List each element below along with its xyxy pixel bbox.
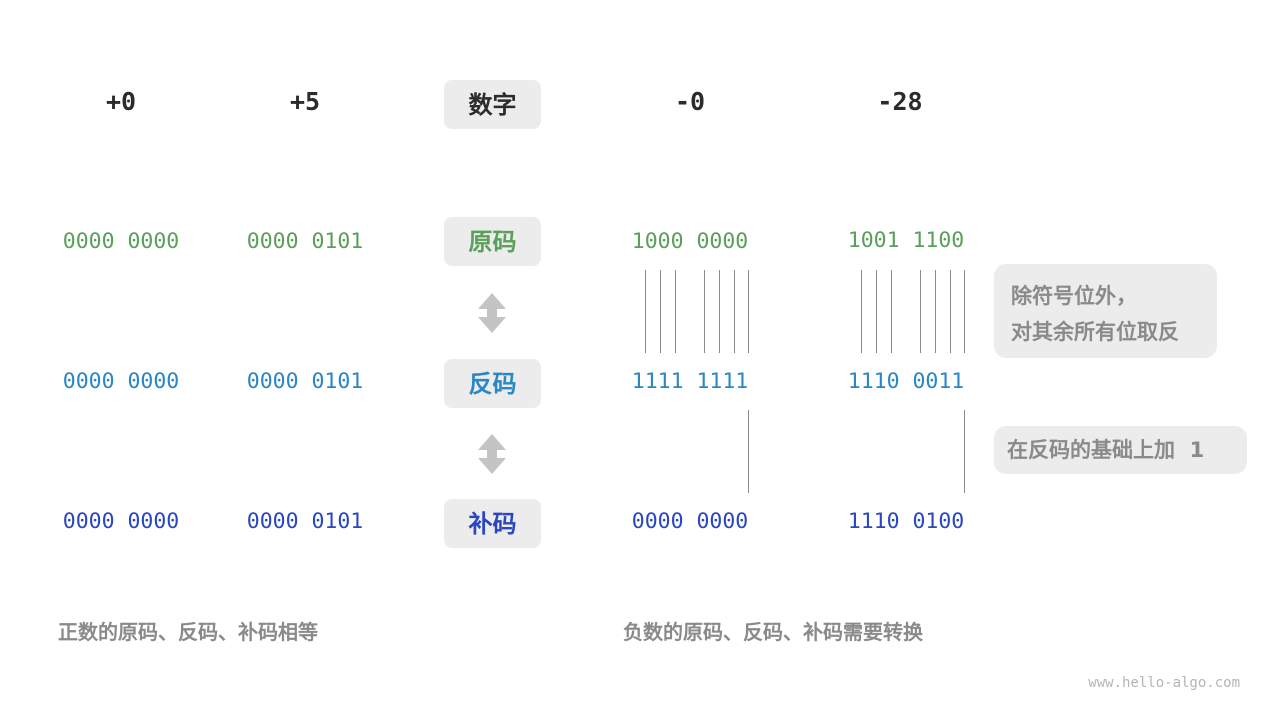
header-negative-zero: -0 (674, 87, 706, 116)
original-code-label: 原码 (444, 217, 541, 266)
ones-neg-zero: 1111 1111 (631, 369, 749, 394)
header-positive-five: +5 (289, 87, 321, 116)
arrows (478, 293, 506, 474)
ones-complement-label: 反码 (444, 359, 541, 408)
header-number-label: 数字 (444, 80, 541, 129)
double-arrow-vertical-icon (478, 293, 506, 333)
twos-pos-zero: 0000 0000 (62, 509, 180, 534)
invert-note-line2: 对其余所有位取反 (1011, 320, 1179, 344)
invert-lines (645, 270, 965, 353)
header-negative-28: -28 (877, 87, 923, 116)
header-positive-zero: +0 (105, 87, 137, 116)
negative-caption: 负数的原码、反码、补码需要转换 (623, 620, 923, 644)
watermark: www.hello-algo.com (1088, 675, 1240, 691)
add-one-lines (748, 410, 965, 493)
twos-neg-28: 1110 0100 (847, 509, 965, 534)
add-one-note: 在反码的基础上加 1 (994, 426, 1247, 474)
double-arrow-vertical-icon (478, 434, 506, 474)
ones-neg-28: 1110 0011 (847, 369, 965, 394)
original-neg-28: 1001 1100 (847, 228, 965, 253)
positive-caption: 正数的原码、反码、补码相等 (58, 620, 318, 644)
twos-complement-label: 补码 (444, 499, 541, 548)
invert-note-line1: 除符号位外， (1011, 284, 1137, 308)
original-neg-zero: 1000 0000 (631, 229, 749, 254)
ones-pos-five: 0000 0101 (246, 369, 364, 394)
twos-neg-zero: 0000 0000 (631, 509, 749, 534)
ones-pos-zero: 0000 0000 (62, 369, 180, 394)
original-pos-five: 0000 0101 (246, 229, 364, 254)
original-pos-zero: 0000 0000 (62, 229, 180, 254)
twos-pos-five: 0000 0101 (246, 509, 364, 534)
invert-note: 除符号位外， 对其余所有位取反 (994, 264, 1217, 358)
